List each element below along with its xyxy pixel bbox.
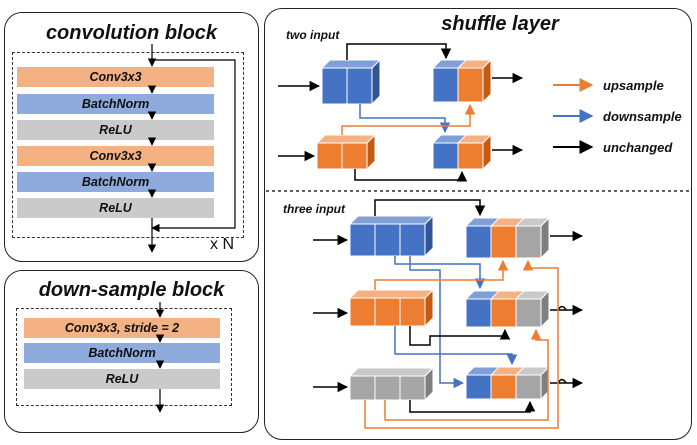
repeat-label: x N: [210, 236, 234, 253]
conv-layer-2: Conv3x3: [17, 146, 214, 166]
three-output-1-tensor: [464, 216, 551, 260]
two-output-top-tensor: [431, 58, 493, 104]
legend-downsample-label: downsample: [603, 109, 682, 124]
bn-layer-1: BatchNorm: [17, 94, 214, 114]
three-input-arrows: [313, 199, 584, 429]
three-input-blue-tensor: [348, 214, 435, 258]
three-output-2-tensor: [464, 289, 551, 329]
down-block-dashed-frame: [16, 308, 232, 406]
conv-block-arrows: [147, 44, 236, 253]
three-input-orange-tensor: [348, 288, 435, 328]
two-output-bottom-tensor: [431, 133, 493, 171]
relu-layer-1: ReLU: [17, 120, 214, 140]
down-relu-layer: ReLU: [24, 369, 220, 389]
three-input-gray-tensor: [348, 366, 435, 402]
conv-layer-1: Conv3x3: [17, 67, 214, 87]
two-input-label: two input: [286, 28, 340, 42]
two-input-orange-tensor: [315, 133, 377, 171]
legend-unchanged-label: unchanged: [603, 140, 673, 155]
down-bn-layer: BatchNorm: [24, 343, 220, 363]
shuffle-title: shuffle layer: [441, 13, 559, 35]
three-input-label: three input: [283, 202, 345, 216]
two-input-blue-tensor: [320, 58, 382, 106]
relu-layer-2: ReLU: [17, 198, 214, 218]
three-output-3-tensor: [464, 365, 551, 401]
bn-layer-2: BatchNorm: [17, 172, 214, 192]
legend-arrows: [553, 78, 594, 154]
two-input-arrows: [278, 43, 524, 182]
down-conv-layer: Conv3x3, stride = 2: [24, 318, 220, 338]
legend-upsample-label: upsample: [603, 78, 664, 93]
conv-block-title: convolution block: [45, 22, 218, 44]
conv-block-dashed-frame: [12, 52, 244, 238]
down-block-title: down-sample block: [38, 279, 225, 301]
